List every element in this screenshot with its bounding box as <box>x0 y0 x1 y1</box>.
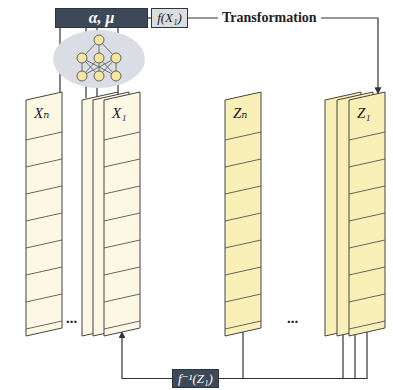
column-row-line <box>349 321 385 329</box>
connector <box>122 332 172 379</box>
column-row-line <box>349 132 385 140</box>
ellipsis-mark: ... <box>66 310 77 326</box>
column-shape <box>225 92 261 336</box>
column-row-line <box>349 240 385 248</box>
column-outline <box>104 92 140 336</box>
column-row-line <box>349 159 385 167</box>
column-row-line <box>26 132 62 140</box>
box-label: f(X₁) <box>157 8 182 28</box>
column-row-line <box>26 213 62 221</box>
function-box: f(X₁) <box>151 8 188 28</box>
column-row-line <box>104 294 140 302</box>
column-row-line <box>104 213 140 221</box>
column-row-line <box>104 186 140 194</box>
column-row-line <box>225 294 261 302</box>
column-row-line <box>104 321 140 329</box>
edge-label: Transformation <box>218 10 321 26</box>
column-label: X₁ <box>112 104 126 122</box>
data-column: Xₙ <box>26 92 62 336</box>
column-row-line <box>349 294 385 302</box>
column-row-line <box>26 321 62 329</box>
latent-column: Zₙ <box>225 92 261 336</box>
column-outline <box>349 92 385 336</box>
column-row-line <box>104 159 140 167</box>
column-row-line <box>26 240 62 248</box>
parameter-box: α, μ <box>55 8 148 28</box>
wire <box>300 333 343 379</box>
connector <box>219 332 243 379</box>
column-shape <box>104 92 140 336</box>
column-row-line <box>225 213 261 221</box>
box-label: f⁻¹(Z₁) <box>178 369 213 388</box>
back-column <box>82 92 373 336</box>
connector <box>219 332 367 379</box>
neural-net-icon <box>53 30 145 88</box>
column-shape <box>26 92 62 336</box>
column-row-line <box>104 132 140 140</box>
column-label: Z₁ <box>357 104 371 122</box>
column-row-line <box>225 186 261 194</box>
column-row-line <box>26 267 62 275</box>
column-row-line <box>349 186 385 194</box>
data-column: X₁ <box>104 92 140 336</box>
latent-column: Z₁ <box>349 92 385 336</box>
column-row-line <box>225 132 261 140</box>
connector <box>188 18 378 94</box>
column-row-line <box>349 213 385 221</box>
column-row-line <box>225 321 261 329</box>
column-label: Zₙ <box>233 104 247 122</box>
column-row-line <box>225 240 261 248</box>
wire <box>300 333 355 379</box>
column-outline <box>225 92 261 336</box>
column-row-line <box>26 159 62 167</box>
column-row-line <box>225 267 261 275</box>
inverse-box: f⁻¹(Z₁) <box>172 369 219 388</box>
ellipsis-mark: ... <box>287 310 298 326</box>
column-shape <box>349 92 385 336</box>
column-row-line <box>104 267 140 275</box>
column-row-line <box>26 186 62 194</box>
box-label: α, μ <box>89 8 115 28</box>
column-row-line <box>104 240 140 248</box>
column-label: Xₙ <box>34 104 49 122</box>
icon-ground <box>53 30 145 88</box>
column-outline <box>26 92 62 336</box>
column-row-line <box>349 267 385 275</box>
column-row-line <box>26 294 62 302</box>
column-row-line <box>225 159 261 167</box>
